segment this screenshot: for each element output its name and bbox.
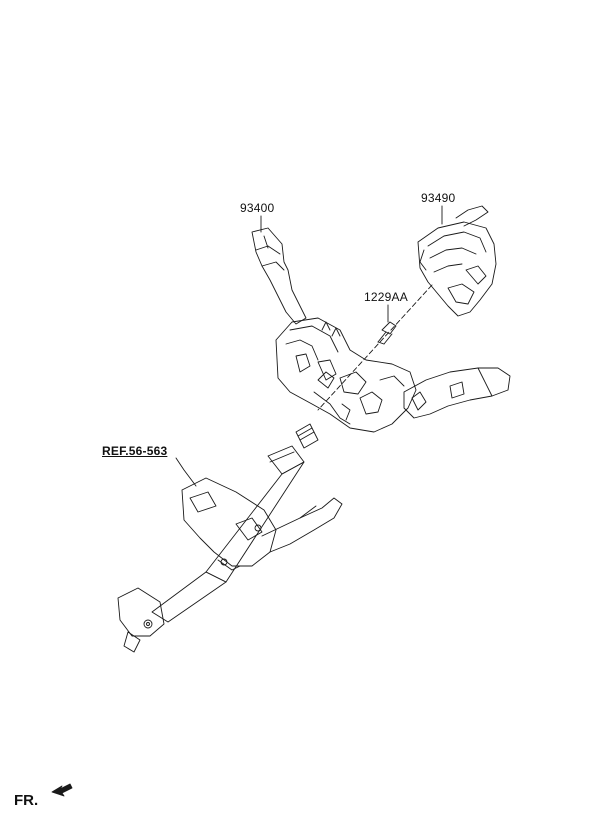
wiper-stalk [251,227,307,325]
front-direction-label: FR. [14,792,39,809]
front-arrow-icon [51,783,73,797]
callout-1229aa: 1229AA [364,290,408,304]
screw [377,321,397,345]
callout-93400: 93400 [240,201,275,215]
light-stalk [403,367,511,419]
switch-body [275,317,417,433]
steering-column [117,423,343,653]
callout-93490: 93490 [421,191,456,205]
clock-spring [417,205,497,317]
leader-lines [175,205,443,487]
reference-callout[interactable]: REF.56-563 [102,444,168,458]
